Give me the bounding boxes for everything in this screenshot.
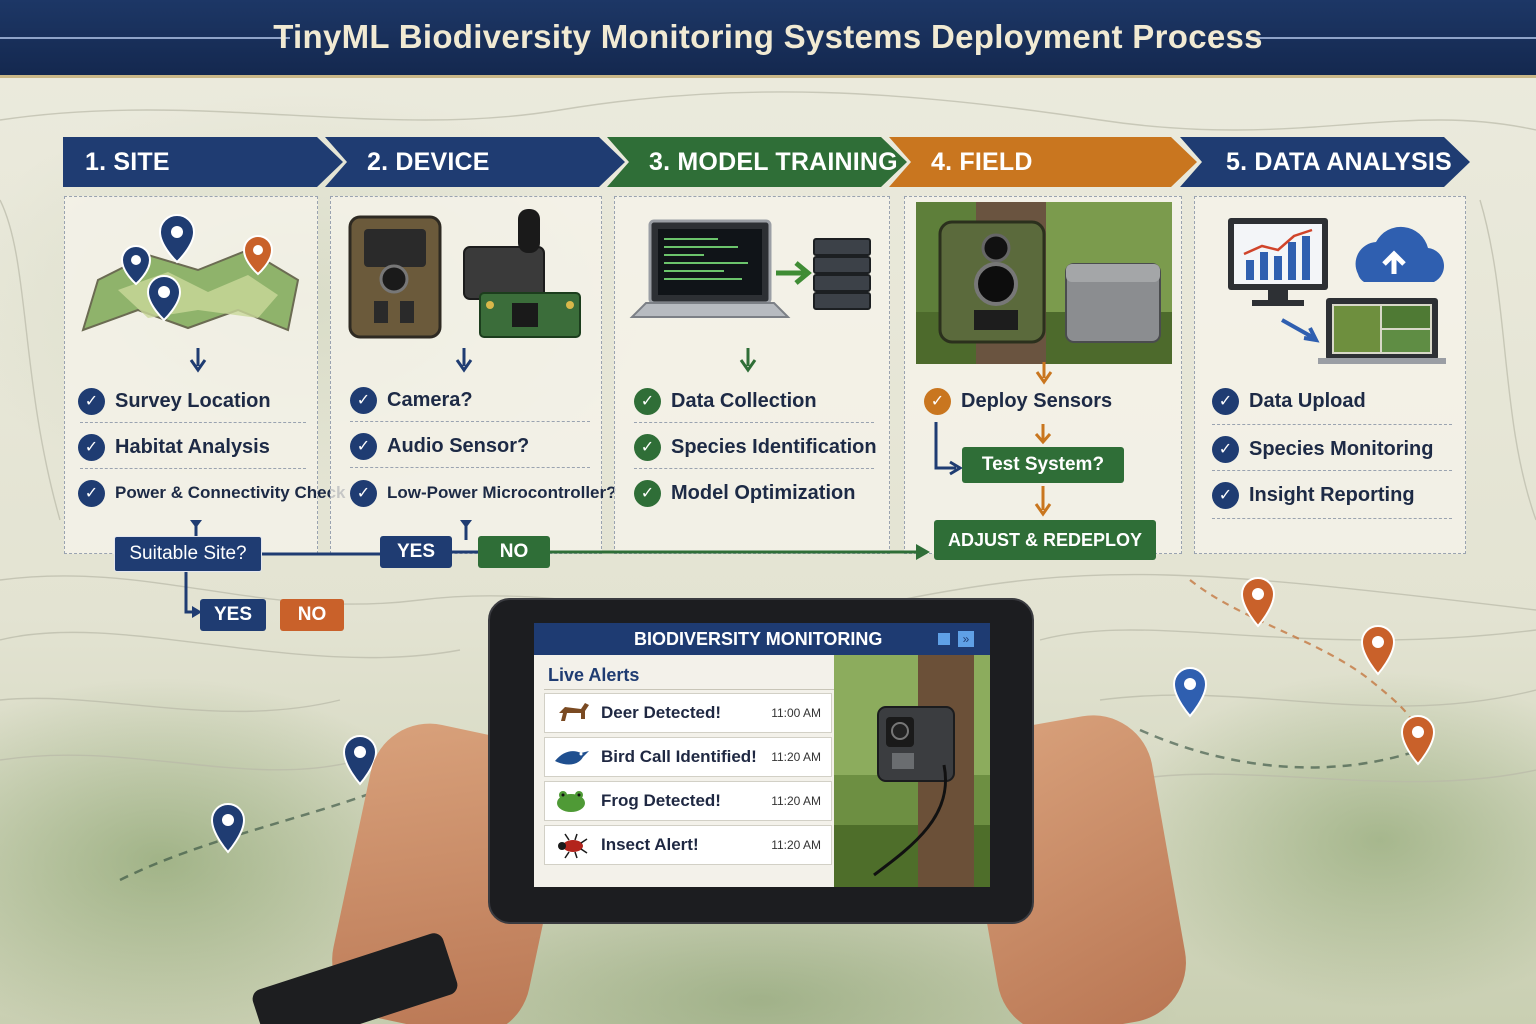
panel-site-assessment [64, 196, 318, 554]
alert-row-frog[interactable]: Frog Detected! 11:20 AM [544, 781, 832, 821]
page-title: TinyML Biodiversity Monitoring Systems D… [273, 18, 1263, 55]
arrow-down-icon [455, 348, 473, 373]
check-item: ✓Data Collection [634, 384, 817, 418]
tablet-screen: BIODIVERSITY MONITORING » Live Alerts De… [534, 623, 990, 887]
deployment-flow-arrows [934, 422, 1052, 517]
bird-icon [555, 751, 589, 765]
adjust-redeploy-box: ADJUST & REDEPLOY [934, 520, 1156, 560]
check-icon: ✓ [924, 387, 951, 415]
check-icon: ✓ [350, 432, 377, 460]
check-item: ✓Power & Connectivity Check [78, 476, 346, 510]
check-item: ✓Audio Sensor? [350, 429, 529, 463]
arrow-down-icon [1035, 362, 1053, 385]
check-item: ✓Camera? [350, 383, 473, 417]
arrow-down-icon [739, 348, 757, 373]
map-pin-icon [1400, 715, 1436, 766]
check-item: ✓Data Upload [1212, 384, 1366, 418]
check-item: ✓Survey Location [78, 384, 271, 418]
check-item: ✓Habitat Analysis [78, 430, 270, 464]
alert-row-bird[interactable]: Bird Call Identified! 11:20 AM [544, 737, 832, 777]
check-icon: ✓ [78, 387, 105, 415]
deer-icon [559, 703, 589, 721]
live-alerts-heading: Live Alerts [548, 665, 640, 685]
no-box: NO [478, 536, 550, 568]
expand-icon[interactable]: » [958, 631, 974, 647]
laptop-server-icon [629, 219, 871, 318]
check-icon: ✓ [634, 387, 661, 415]
frog-icon [557, 791, 585, 812]
check-icon: ✓ [78, 479, 105, 507]
insect-icon [558, 833, 588, 859]
check-icon: ✓ [634, 433, 661, 461]
check-icon: ✓ [1212, 481, 1239, 509]
yes-box: YES [200, 599, 266, 631]
check-item: ✓Species Identification [634, 430, 877, 464]
alert-row-deer[interactable]: Deer Detected! 11:00 AM [544, 693, 832, 733]
check-item: ✓Species Monitoring [1212, 432, 1433, 466]
no-box: NO [280, 599, 344, 631]
map-pin-icon [1240, 577, 1276, 628]
deployed-camera-photo [916, 202, 1172, 364]
check-item: ✓Low-Power Microcontroller? [350, 476, 617, 510]
step-data-analysis: 5. DATA ANALYSIS [1180, 137, 1470, 187]
check-icon: ✓ [78, 433, 105, 461]
map-pin-icon [342, 735, 378, 786]
yes-box: YES [380, 536, 452, 568]
check-icon: ✓ [1212, 435, 1239, 463]
map-pin-icon [1172, 667, 1208, 718]
check-item: ✓Model Optimization [634, 476, 855, 510]
title-bar: TinyML Biodiversity Monitoring Systems D… [0, 0, 1536, 78]
check-icon: ✓ [350, 479, 377, 507]
map-pin-icon [210, 803, 246, 854]
device-icons [348, 209, 581, 339]
check-icon: ✓ [350, 386, 377, 414]
step-model-training: 3. MODEL TRAINING [607, 137, 907, 187]
check-icon: ✓ [634, 479, 661, 507]
arrow-down-icon [189, 348, 207, 373]
map-icon [81, 214, 300, 332]
check-item: ✓Insight Reporting [1212, 478, 1415, 512]
forest-camera-photo [834, 655, 990, 887]
check-icon: ✓ [1212, 387, 1239, 415]
test-system-decision: Test System? [962, 447, 1124, 483]
check-item: ✓Deploy Sensors [924, 384, 1112, 418]
suitable-site-decision: Suitable Site? [114, 536, 262, 572]
minimize-icon[interactable] [938, 633, 950, 645]
monitoring-app-header: BIODIVERSITY MONITORING [534, 623, 990, 655]
analytics-cloud-icon [1228, 218, 1446, 364]
alert-row-insect[interactable]: Insect Alert! 11:20 AM [544, 825, 832, 865]
map-pin-icon [1360, 625, 1396, 676]
